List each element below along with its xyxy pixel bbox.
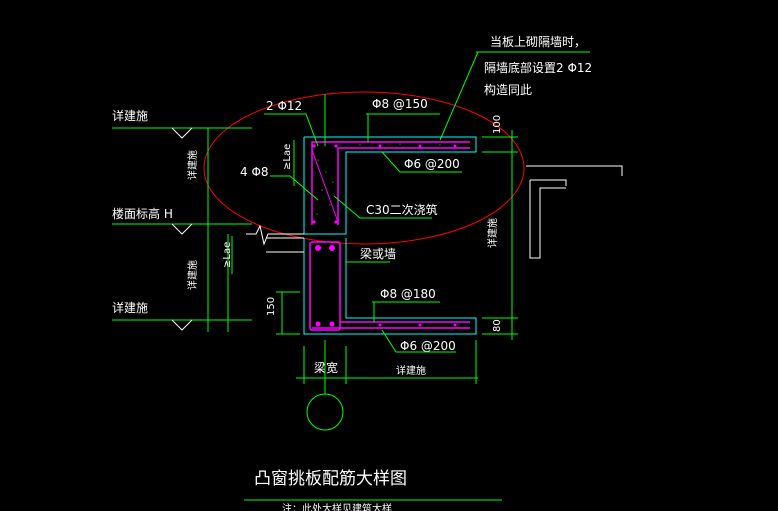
left-see-arch-2: 详建施 bbox=[112, 300, 148, 315]
label-beam-width: 梁宽 bbox=[314, 360, 338, 375]
left-see-arch-vertical-1: 详建施 bbox=[186, 150, 199, 180]
left-see-arch-vertical-2: 详建施 bbox=[186, 260, 199, 290]
left-see-arch-1: 详建施 bbox=[112, 108, 148, 123]
beam-dots bbox=[315, 245, 457, 327]
top-note-line1: 当板上砌隔墙时， bbox=[490, 35, 586, 49]
label-see-arch-right: 详建施 bbox=[486, 218, 499, 248]
label-bottom-dist: Φ6 @200 bbox=[400, 339, 456, 353]
label-2phi12: 2 Φ12 bbox=[266, 99, 302, 113]
top-note-line2: 隔墙底部设置2 Φ12 bbox=[484, 60, 592, 75]
top-slab-outline bbox=[303, 136, 477, 235]
label-concrete: C30二次浇筑 bbox=[366, 202, 438, 217]
top-column-diagonal bbox=[311, 149, 339, 223]
top-stirrup-dots bbox=[312, 144, 457, 224]
label-beam-or-wall: 梁或墙 bbox=[360, 246, 396, 261]
leader-top-dist bbox=[381, 151, 462, 173]
top-note-line3: 构造同此 bbox=[484, 82, 532, 97]
right-wall-detail-2 bbox=[530, 179, 567, 186]
right-wall-detail bbox=[526, 165, 623, 176]
left-elevation-marks bbox=[112, 127, 252, 332]
label-4phi8: 4 Φ8 bbox=[240, 165, 269, 179]
top-note: 当板上砌隔墙时， 隔墙底部设置2 Φ12 构造同此 bbox=[439, 35, 592, 141]
concrete-speckle-top bbox=[316, 143, 441, 215]
label-lae-top: ≥Lae bbox=[282, 144, 293, 170]
label-top-dist: Φ6 @200 bbox=[404, 157, 460, 171]
floor-level-label: 楼面标高 H bbox=[112, 206, 173, 221]
beam-outline bbox=[303, 238, 477, 335]
label-bottom-rebar: Φ8 @180 bbox=[380, 287, 436, 301]
label-see-arch-bottom: 详建施 bbox=[396, 364, 426, 377]
drawing-title: 凸窗挑板配筋大样图 bbox=[254, 469, 407, 489]
label-dim-100: 100 bbox=[492, 115, 503, 134]
label-dim-80: 80 bbox=[492, 319, 503, 332]
highlight-ellipse bbox=[203, 91, 525, 245]
leader-4phi8 bbox=[270, 175, 319, 201]
lae-mid-label: ≥Lae bbox=[222, 242, 233, 268]
leader-concrete bbox=[333, 195, 432, 219]
label-dim-150: 150 bbox=[266, 297, 277, 316]
drawing-subtitle: 注：此处大样见建筑大样 bbox=[282, 502, 392, 511]
right-wall-detail-3 bbox=[529, 180, 566, 259]
top-note-leader bbox=[439, 51, 479, 141]
beam-stirrup bbox=[309, 241, 341, 331]
label-top-rebar: Φ8 @150 bbox=[372, 97, 428, 111]
top-slab-rebar bbox=[311, 141, 470, 225]
leader-2phi12 bbox=[264, 113, 319, 147]
leader-bottom-dist bbox=[381, 329, 456, 353]
grid-bubble bbox=[306, 393, 344, 431]
break-line bbox=[246, 224, 304, 246]
